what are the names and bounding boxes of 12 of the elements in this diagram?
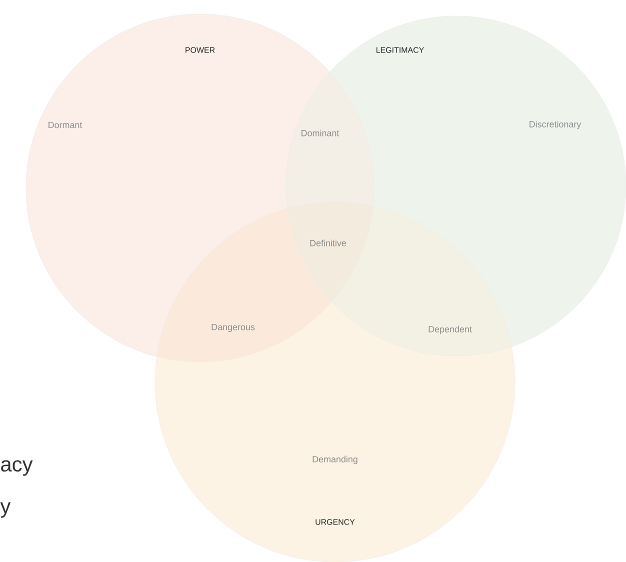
venn-circle <box>154 202 516 562</box>
region-label: Demanding <box>312 456 358 464</box>
region-label: Dormant <box>48 122 82 128</box>
region-label: Dominant <box>302 130 340 136</box>
region-label: Dangerous <box>212 324 255 332</box>
region-label: Discretionary <box>530 120 582 130</box>
cut-off-text: y <box>0 502 11 518</box>
cut-off-text: acy <box>1 460 33 476</box>
venn-circle <box>286 16 626 356</box>
region-label: Dependent <box>428 326 472 334</box>
region-label: Definitive <box>310 240 346 246</box>
venn-circle <box>26 14 374 362</box>
